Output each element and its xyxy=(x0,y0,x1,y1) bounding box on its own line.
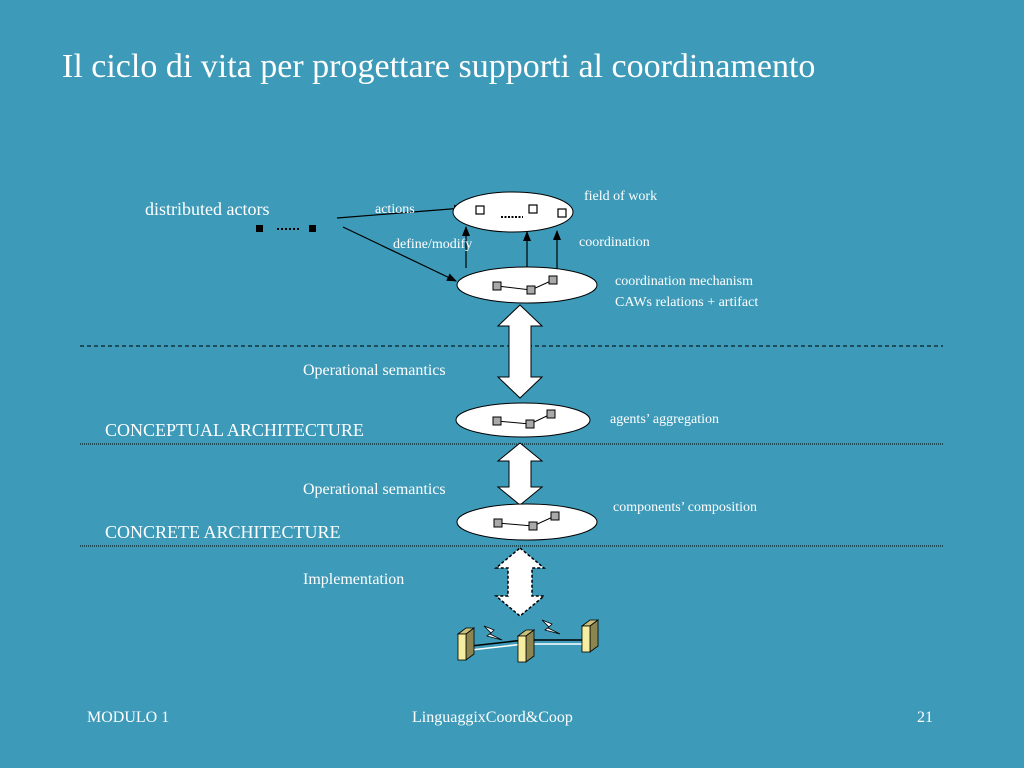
implementation-label: Implementation xyxy=(303,571,405,588)
agents-aggregation-ellipse xyxy=(455,402,591,438)
concrete-architecture-label: CONCRETE ARCHITECTURE xyxy=(105,522,341,542)
server-network-icon xyxy=(456,619,600,663)
actions-arrow xyxy=(336,204,464,219)
define-modify-arrow xyxy=(342,226,457,282)
conceptual-architecture-label: CONCEPTUAL ARCHITECTURE xyxy=(105,420,364,440)
double-arrow-1 xyxy=(496,304,544,399)
footer-course: LinguaggixCoord&Coop xyxy=(412,709,573,726)
distributed-actors-label: distributed actors xyxy=(145,199,270,219)
coordination-label: coordination xyxy=(579,235,650,250)
caws-relations-label: CAWs relations + artifact xyxy=(615,295,759,310)
operational-semantics-label-2: Operational semantics xyxy=(303,481,446,498)
actors-icon xyxy=(256,225,316,232)
page-number: 21 xyxy=(917,709,933,726)
components-composition-label: components’ composition xyxy=(613,500,757,515)
field-of-work-label: field of work xyxy=(584,189,658,204)
operational-semantics-label-1: Operational semantics xyxy=(303,362,446,379)
agents-aggregation-label: agents’ aggregation xyxy=(610,412,719,427)
double-arrow-2 xyxy=(496,442,544,506)
field-of-work-ellipse xyxy=(452,191,574,233)
coordination-mechanism-ellipse xyxy=(456,266,598,304)
implementation-double-arrow xyxy=(493,547,547,617)
coordination-mechanism-label: coordination mechanism xyxy=(615,274,754,289)
footer-module: MODULO 1 xyxy=(87,709,170,726)
slide-title: Il ciclo di vita per progettare supporti… xyxy=(62,48,816,85)
actions-label: actions xyxy=(375,202,415,217)
components-composition-ellipse xyxy=(456,503,598,541)
define-modify-label: define/modify xyxy=(393,237,473,252)
